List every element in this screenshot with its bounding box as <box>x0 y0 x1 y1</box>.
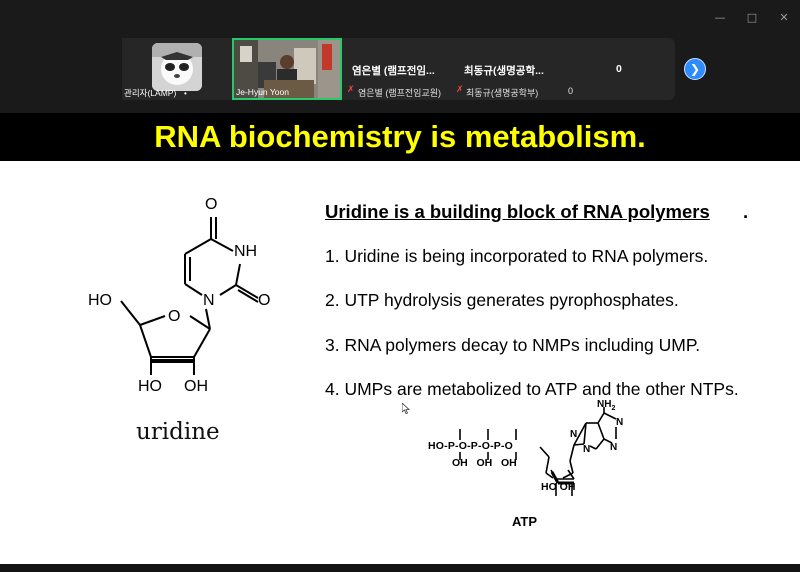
uridine-carbonyl-oxygen: O <box>205 196 218 213</box>
participant-tile-admin[interactable]: 관리자(LAMP) • <box>122 38 230 100</box>
uridine-structure <box>120 217 259 375</box>
close-icon[interactable]: ✕ <box>779 11 789 24</box>
participant-subname: 염은별 (램프전임교원) <box>358 88 442 98</box>
bottom-bar <box>0 564 800 572</box>
atp-phosphate-chain: HO-P-O-P-O-P-O <box>428 440 514 452</box>
uridine-ho-left: HO <box>88 292 112 309</box>
molecule-drawings <box>120 217 617 496</box>
mic-muted-icon: ✗ <box>347 85 355 95</box>
slide-title-banner: RNA biochemistry is metabolism. <box>0 113 800 161</box>
participant-name: 최동규(생명공학... <box>464 65 544 77</box>
atp-nitrogen-1: N <box>616 417 624 428</box>
more-options-icon[interactable]: • <box>184 89 187 98</box>
maximize-icon[interactable]: □ <box>746 11 758 24</box>
participant-subname: 최동규(생명공학부) <box>466 88 539 98</box>
participant-tile-yeom[interactable]: 염은별 (램프전임... ✗ 염은별 (램프전임교원) <box>344 38 454 100</box>
participant-name: 염은별 (램프전임... <box>352 65 435 77</box>
uridine-nitrogen: N <box>203 292 215 309</box>
uridine-oh: OH <box>184 378 208 395</box>
uridine-caption: uridine <box>136 419 220 445</box>
participant-count: 0 <box>616 63 622 75</box>
atp-nitrogen-4: N <box>610 442 618 453</box>
uridine-ho: HO <box>138 378 162 395</box>
shared-slide: O NH N O HO O HO OH uridine Uridine is a… <box>0 161 800 564</box>
slide-point: 2. UTP hydrolysis generates pyrophosphat… <box>325 290 679 310</box>
minimize-icon[interactable]: — <box>714 11 726 24</box>
uridine-nh: NH <box>234 243 258 260</box>
participant-name-caption: 관리자(LAMP) <box>124 88 177 98</box>
uridine-right-oxygen: O <box>258 292 271 309</box>
slide-point: 3. RNA polymers decay to NMPs including … <box>325 335 701 355</box>
participant-tile-number[interactable]: 0 0 <box>568 38 675 100</box>
slide-point: 1. Uridine is being incorporated to RNA … <box>325 246 709 266</box>
next-page-button[interactable]: ❯ <box>684 58 706 80</box>
panda-avatar-icon <box>152 43 202 91</box>
atp-oh-row: OH OH OH <box>452 457 517 469</box>
camera-video-feed <box>234 40 340 98</box>
participant-strip: 관리자(LAMP) • Je-Hyun Yoon 염은별 (램프전임... ✗ … <box>0 38 800 113</box>
participant-gallery: 관리자(LAMP) • Je-Hyun Yoon 염은별 (램프전임... ✗ … <box>122 38 675 100</box>
window-titlebar: — □ ✕ <box>0 0 800 38</box>
mouse-cursor-icon <box>402 403 410 414</box>
slide-point: 4. UMPs are metabolized to ATP and the o… <box>325 379 739 399</box>
avatar <box>152 43 202 91</box>
participant-count-small: 0 <box>568 86 574 96</box>
mic-muted-icon: ✗ <box>456 85 464 95</box>
slide-title: RNA biochemistry is metabolism. <box>154 119 646 154</box>
participant-tile-choi[interactable]: 최동규(생명공학... ✗ 최동규(생명공학부) <box>456 38 566 100</box>
atp-ribose-hydroxyls: HO OH <box>541 481 576 493</box>
slide-heading: Uridine is a building block of RNA polym… <box>325 201 710 222</box>
participant-tile-video[interactable]: Je-Hyun Yoon <box>232 38 342 100</box>
participant-name-caption: Je-Hyun Yoon <box>236 87 289 97</box>
atp-structure <box>459 407 617 496</box>
chevron-right-icon: ❯ <box>689 62 701 76</box>
atp-nitrogen-3: N <box>583 444 591 455</box>
atp-amine: NH2 <box>597 399 616 412</box>
slide-heading-period: . <box>743 201 749 222</box>
uridine-ring-oxygen: O <box>168 308 181 325</box>
atp-caption: ATP <box>512 514 538 529</box>
atp-nitrogen-2: N <box>570 429 578 440</box>
